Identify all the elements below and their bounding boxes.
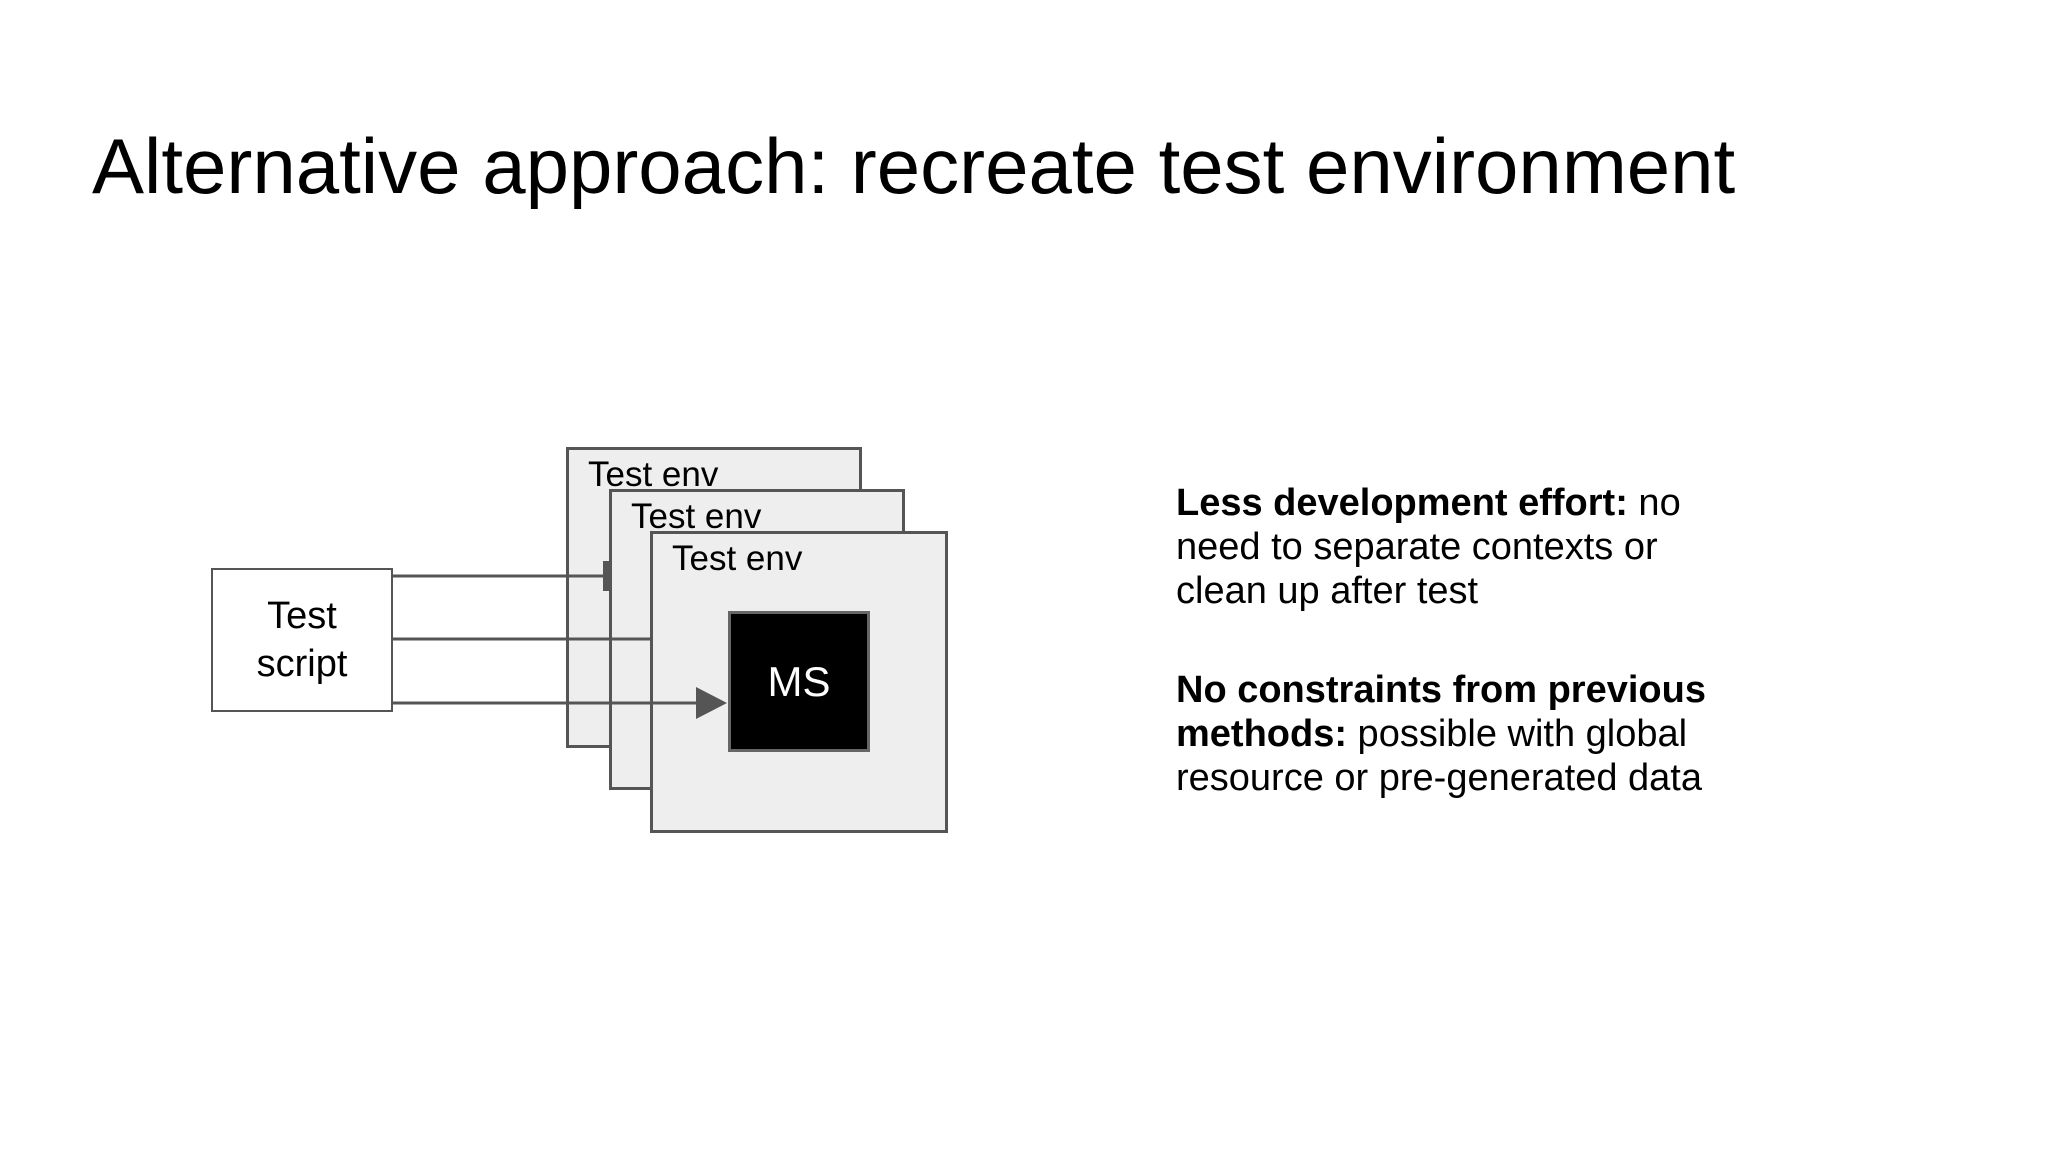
note-line: resource or pre-generated data [1176, 757, 1702, 799]
note-line: No constraints from previous [1176, 668, 1736, 712]
note-bold-text: Less development effort: [1176, 482, 1628, 524]
note-bold-text: No constraints from previous [1176, 669, 1706, 711]
microservice-box: MS [728, 611, 870, 752]
note-line: Less development effort: no [1176, 481, 1736, 525]
note-bold-text: methods: [1176, 713, 1347, 755]
test-script-label-line2: script [256, 643, 348, 685]
note-line: need to separate contexts or [1176, 526, 1658, 568]
note-line: clean up after test [1176, 570, 1479, 612]
test-script-label-line1: Test [267, 595, 337, 637]
note-text: possible with global [1347, 713, 1688, 755]
note-less-effort: Less development effort: no need to sepa… [1176, 481, 1736, 613]
note-no-constraints: No constraints from previous methods: po… [1176, 668, 1736, 800]
note-text: no [1627, 482, 1681, 524]
test-env-label: Test env [588, 455, 719, 494]
slide-title: Alternative approach: recreate test envi… [92, 122, 1736, 210]
test-script-box: Test script [211, 568, 393, 712]
test-env-label: Test env [631, 497, 762, 536]
note-line: methods: possible with global [1176, 712, 1736, 756]
test-env-label: Test env [672, 539, 803, 578]
microservice-label: MS [767, 657, 831, 705]
